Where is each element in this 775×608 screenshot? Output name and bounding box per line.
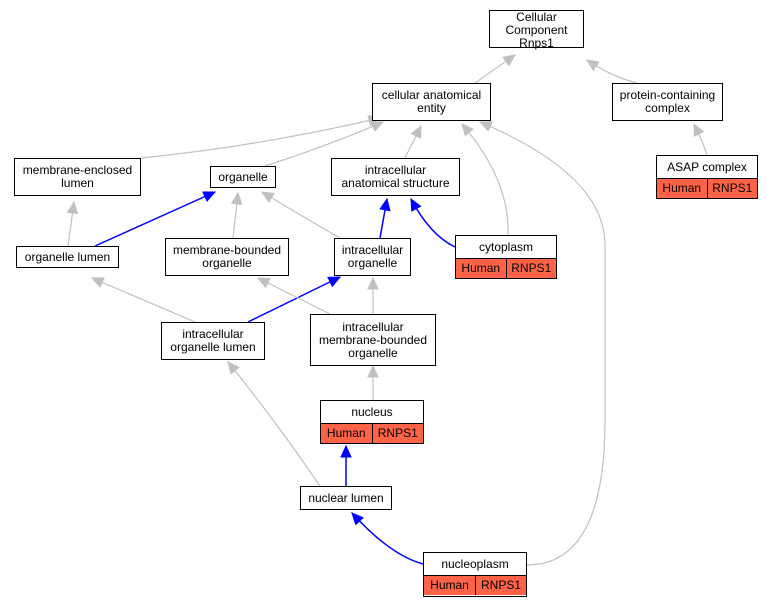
node-organelle-lumen[interactable]: organelle lumen [16, 246, 119, 268]
edge-intracellular-membrane-bounded-organelle-to-membrane-bounded-organelle [257, 277, 331, 315]
node-label: organelle [218, 169, 268, 184]
annotation-species: Human [456, 259, 506, 278]
edge-intracellular-organelle-to-intracellular-anatomical-structure-arrowhead [379, 197, 391, 212]
node-label: intracellular organelle lumen [170, 327, 256, 354]
node-label: cytoplasm [478, 239, 534, 254]
edge-nuclear-lumen-to-nucleus-arrowhead [340, 444, 352, 458]
node-label: nucleus [351, 404, 393, 419]
node-intracellular-organelle-lumen[interactable]: intracellular organelle lumen [161, 322, 265, 360]
edge-nucleoplasm-to-cellular-anatomical-entity-arrowhead [478, 121, 493, 132]
node-membrane-enclosed-lumen[interactable]: membrane-enclosed lumen [14, 158, 141, 196]
node-intracellular-organelle[interactable]: intracellular organelle [334, 238, 411, 276]
edge-organelle-to-cellular-anatomical-entity [264, 121, 384, 167]
node-label: nuclear lumen [308, 490, 384, 505]
node-intracellular-membrane-bounded-organelle[interactable]: intracellular membrane-bounded organelle [310, 314, 436, 366]
node-nuclear-lumen[interactable]: nuclear lumen [300, 486, 392, 510]
edge-intracellular-membrane-bounded-organelle-to-intracellular-organelle-arrowhead [367, 276, 379, 290]
annotation-gene: RNPS1 [505, 259, 556, 278]
node-cellular-component-root[interactable]: Cellular Component Rnps1 [489, 10, 584, 50]
edge-asap-complex-to-protein-containing-complex-arrowhead [693, 122, 705, 137]
edge-nucleus-to-intracellular-membrane-bounded-organelle-arrowhead [367, 364, 379, 378]
annotation-species: Human [321, 424, 372, 443]
edge-intracellular-organelle-lumen-to-intracellular-organelle [247, 276, 341, 323]
edge-cytoplasm-to-cellular-anatomical-entity-arrowhead [461, 123, 474, 137]
edge-intracellular-anatomical-structure-to-cellular-anatomical-entity-arrowhead [410, 124, 422, 139]
edge-cellular-anatomical-entity-to-cc-root-arrowhead [502, 54, 516, 67]
annotation-gene: RNPS1 [706, 179, 757, 198]
node-label: organelle lumen [24, 249, 111, 264]
edge-membrane-bounded-organelle-to-organelle-arrowhead [230, 191, 243, 206]
node-label: cellular anatomical entity [381, 88, 482, 115]
annotation-species: Human [424, 576, 475, 595]
node-nucleoplasm[interactable]: nucleoplasm Human RNPS1 [423, 552, 527, 597]
edge-organelle-lumen-to-membrane-enclosed-lumen-arrowhead [66, 200, 79, 215]
node-membrane-bounded-organelle[interactable]: membrane-bounded organelle [165, 238, 289, 276]
node-label: ASAP complex [667, 159, 747, 174]
edge-cytoplasm-to-intracellular-anatomical-structure-arrowhead [410, 197, 422, 212]
node-label: intracellular anatomical structure [341, 163, 450, 190]
annotation-gene: RNPS1 [475, 576, 526, 595]
edge-intracellular-organelle-to-organelle-arrowhead [260, 191, 275, 203]
edge-nuclear-lumen-to-intracellular-organelle-lumen-arrowhead [227, 361, 240, 375]
node-label: intracellular organelle [341, 243, 404, 270]
annotation-row: Human RNPS1 [321, 423, 423, 443]
node-label: nucleoplasm [441, 556, 509, 571]
edge-protein-containing-complex-to-cc-root-arrowhead [586, 59, 600, 72]
edge-organelle-to-cellular-anatomical-entity-arrowhead [370, 121, 385, 132]
edge-intracellular-organelle-to-organelle [261, 191, 341, 239]
edge-intracellular-organelle-lumen-to-intracellular-organelle-arrowhead [327, 276, 342, 288]
node-organelle[interactable]: organelle [210, 166, 276, 188]
edge-nucleoplasm-to-cellular-anatomical-entity [479, 121, 606, 566]
node-label: intracellular membrane-bounded organelle [318, 319, 428, 360]
edge-membrane-enclosed-lumen-to-cellular-anatomical-entity [140, 117, 381, 159]
node-cellular-anatomical-entity[interactable]: cellular anatomical entity [372, 83, 491, 121]
node-label: membrane-enclosed lumen [22, 163, 133, 190]
node-label: membrane-bounded organelle [172, 243, 282, 270]
edge-intracellular-organelle-lumen-to-organelle-lumen [91, 277, 196, 323]
edge-organelle-lumen-to-organelle [94, 191, 216, 247]
edge-intracellular-organelle-lumen-to-organelle-lumen-arrowhead [90, 277, 105, 288]
node-nucleus[interactable]: nucleus Human RNPS1 [320, 400, 424, 444]
node-cytoplasm[interactable]: cytoplasm Human RNPS1 [455, 235, 557, 279]
edge-nuclear-lumen-to-intracellular-organelle-lumen [227, 361, 321, 487]
annotation-row: Human RNPS1 [424, 575, 526, 595]
node-label: Cellular Component Rnps1 [505, 10, 568, 50]
edge-organelle-lumen-to-organelle-arrowhead [202, 191, 217, 202]
node-intracellular-anatomical-structure[interactable]: intracellular anatomical structure [331, 158, 460, 196]
edge-intracellular-membrane-bounded-organelle-to-membrane-bounded-organelle-arrowhead [256, 277, 271, 289]
node-asap-complex[interactable]: ASAP complex Human RNPS1 [656, 155, 758, 199]
annotation-species: Human [657, 179, 707, 198]
edge-nucleoplasm-to-nuclear-lumen-arrowhead [351, 512, 365, 526]
node-protein-containing-complex[interactable]: protein-containing complex [612, 83, 723, 121]
node-label: protein-containing complex [619, 88, 716, 115]
annotation-gene: RNPS1 [371, 424, 423, 443]
edge-nucleoplasm-to-nuclear-lumen [351, 512, 424, 565]
annotation-row: Human RNPS1 [657, 178, 757, 198]
annotation-row: Human RNPS1 [456, 258, 556, 278]
edge-cytoplasm-to-cellular-anatomical-entity [461, 123, 509, 236]
